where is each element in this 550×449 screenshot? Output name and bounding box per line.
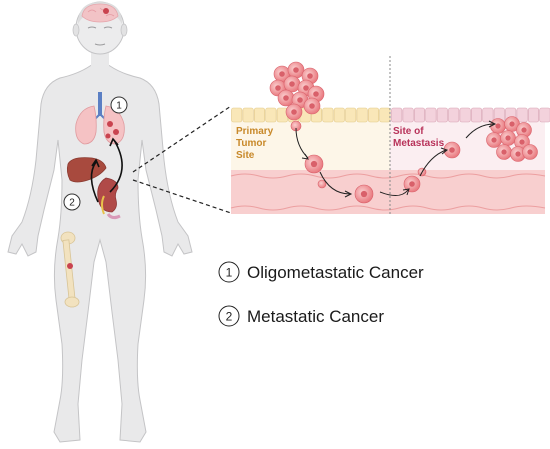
tumor-cell-nucleus <box>310 160 318 168</box>
tumor-cell-nucleus <box>519 139 525 145</box>
tumor-cell-nucleus <box>303 85 309 91</box>
marker-1: 1 <box>110 96 128 114</box>
tumor-cell-nucleus <box>275 85 281 91</box>
tumor-cell-nucleus <box>279 71 285 77</box>
epithelial-cell <box>527 107 539 123</box>
marker-2: 2 <box>63 193 81 211</box>
epithelial-cell <box>482 107 494 123</box>
epithelial-cell <box>448 107 460 123</box>
femur-bone-icon <box>60 231 80 308</box>
tumor-cell-nucleus <box>409 181 415 187</box>
tumor-cell-nucleus <box>509 121 515 127</box>
epithelial-cell <box>391 107 403 123</box>
tumor-cell-nucleus <box>449 147 455 153</box>
epithelial-cell <box>516 107 528 123</box>
zoom-lines <box>132 105 232 214</box>
kidney-icon <box>97 177 121 220</box>
epithelial-cell <box>254 107 266 123</box>
legend-label-metastatic: Metastatic Cancer <box>247 307 384 326</box>
primary-tumor-site-label: Primary Tumor Site <box>236 121 278 161</box>
tumor-cell-nucleus <box>527 149 533 155</box>
epithelial-cell <box>470 107 482 123</box>
legend-number-1: 1 <box>226 266 233 280</box>
epithelial-cell <box>367 107 379 123</box>
metastasis-arrows <box>90 137 123 203</box>
tumor-cell-nucleus <box>505 135 511 141</box>
tumor-cell-nucleus <box>495 123 501 129</box>
blood-vessel <box>231 170 545 214</box>
tumor-cell-nucleus <box>289 81 295 87</box>
epithelial-cell <box>345 107 357 123</box>
tumor-cell-nucleus <box>521 127 527 133</box>
liver-icon <box>66 157 107 183</box>
epithelial-cell <box>356 107 368 123</box>
marker-2-number: 2 <box>69 198 75 209</box>
zoom-panel: Primary Tumor Site Site of Metastasis <box>230 56 550 214</box>
tumor-cell <box>317 179 327 189</box>
primary-tumor-cluster <box>269 61 325 121</box>
epithelial-cell <box>539 107 550 123</box>
tumor-cell-nucleus <box>309 103 315 109</box>
tumor-cell-nucleus <box>297 97 303 103</box>
tumor-cell-nucleus <box>291 109 297 115</box>
epithelial-cell <box>436 107 448 123</box>
tumor-cell-nucleus <box>307 73 313 79</box>
epithelial-cell <box>459 107 471 123</box>
metastatic-tumor-cluster <box>486 116 538 162</box>
epithelial-cell <box>322 107 334 123</box>
tumor-cell-nucleus <box>293 67 299 73</box>
marker-1-number: 1 <box>116 101 122 112</box>
epithelial-cell <box>231 107 243 123</box>
human-body <box>7 1 193 443</box>
epithelial-cell <box>425 107 437 123</box>
epithelial-cell <box>242 107 254 123</box>
legend-number-2: 2 <box>226 310 233 324</box>
lungs-icon <box>75 92 125 145</box>
brain-icon <box>81 3 119 23</box>
tumor-cell-nucleus <box>313 91 319 97</box>
migration-path <box>295 120 497 198</box>
tumor-cell-nucleus <box>283 95 289 101</box>
legend-item-metastatic: 2 Metastatic Cancer <box>218 305 384 327</box>
epithelial-cell <box>413 107 425 123</box>
legend-label-oligometastatic: Oligometastatic Cancer <box>247 263 424 282</box>
epithelial-cell <box>379 107 391 123</box>
site-of-metastasis-label: Site of Metastasis <box>393 121 445 149</box>
legend: 1 Oligometastatic Cancer 2 Metastatic Ca… <box>218 261 424 327</box>
tumor-cell-nucleus <box>501 149 507 155</box>
epithelial-cell <box>265 107 277 123</box>
legend-item-oligometastatic: 1 Oligometastatic Cancer <box>218 261 424 283</box>
epithelial-cell <box>333 107 345 123</box>
tumor-cell-nucleus <box>515 151 521 157</box>
tumor-cell-nucleus <box>360 190 368 198</box>
tumor-cell-nucleus <box>491 137 497 143</box>
epithelial-cell <box>402 107 414 123</box>
